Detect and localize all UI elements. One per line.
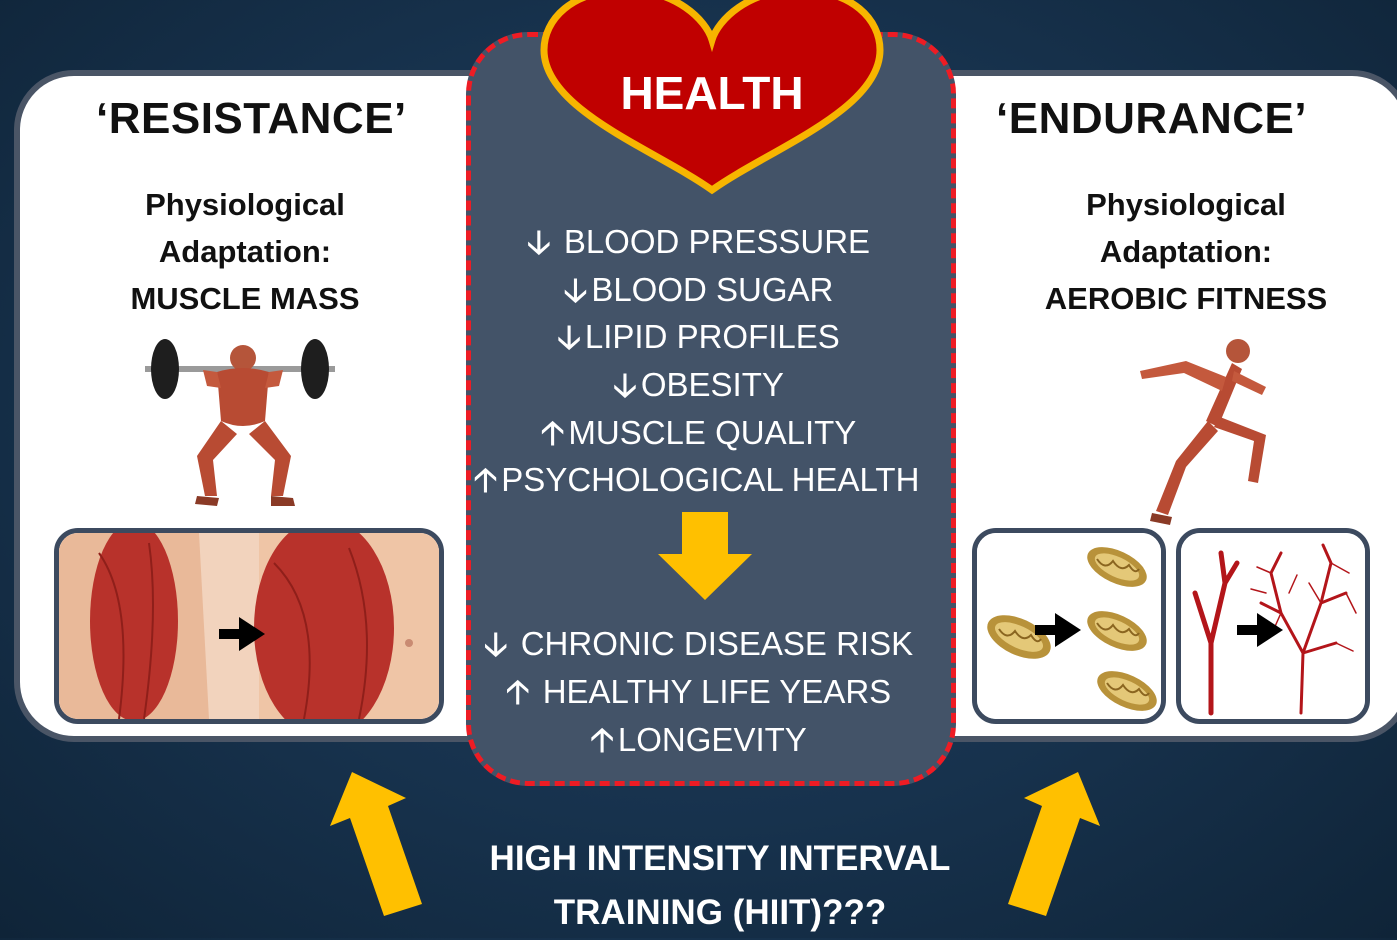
effect-item: 🡡PSYCHOLOGICAL HEALTH — [0, 456, 1395, 512]
up-arrow-icon: 🡡 — [474, 456, 498, 512]
hiit-line-1: HIGH INTENSITY INTERVAL — [380, 832, 1060, 886]
up-arrow-icon: 🡡 — [590, 716, 614, 772]
health-label: HEALTH — [536, 66, 888, 120]
hiit-question: HIGH INTENSITY INTERVAL TRAINING (HIIT)?… — [380, 832, 1060, 940]
hiit-line-2: TRAINING (HIIT)??? — [380, 886, 1060, 940]
outcome-item: 🡡LONGEVITY — [0, 716, 1397, 772]
down-flow-arrow-icon — [658, 512, 752, 602]
resistance-title: ‘RESISTANCE’ — [96, 94, 407, 144]
endurance-title: ‘ENDURANCE’ — [996, 94, 1307, 144]
